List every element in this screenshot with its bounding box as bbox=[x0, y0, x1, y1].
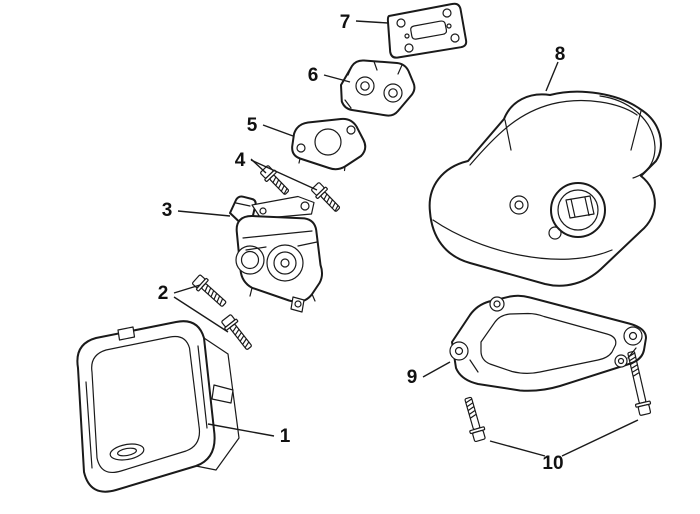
callout-10: 10 bbox=[542, 453, 563, 474]
leader-3 bbox=[177, 210, 231, 217]
callout-4: 4 bbox=[235, 150, 246, 171]
part-air-filter-cover bbox=[76, 320, 240, 493]
leader-7 bbox=[355, 20, 389, 24]
part-bracket-bolt-1 bbox=[464, 396, 486, 443]
callout-labels: 1 2 3 4 5 6 7 8 9 10 bbox=[158, 12, 566, 474]
leader-9 bbox=[422, 361, 451, 378]
callout-5: 5 bbox=[247, 115, 258, 136]
part-carb-screw-1 bbox=[260, 165, 290, 195]
part-carburetor-gasket bbox=[291, 117, 367, 172]
leader-4b bbox=[250, 159, 318, 191]
tank-vent bbox=[509, 195, 529, 215]
callout-2: 2 bbox=[158, 283, 169, 304]
part-intake-gasket-plate bbox=[386, 2, 468, 59]
leader-8 bbox=[545, 61, 559, 92]
callout-8: 8 bbox=[555, 44, 566, 65]
leader-1 bbox=[207, 423, 275, 437]
callout-9: 9 bbox=[407, 367, 418, 388]
part-cover-bolt-2 bbox=[221, 314, 252, 350]
leader-10a bbox=[489, 440, 546, 457]
part-bracket-bolt-2 bbox=[627, 350, 652, 416]
part-tank-bracket bbox=[449, 294, 647, 392]
part-cover-bolt-1 bbox=[192, 274, 227, 307]
fuel-cap bbox=[548, 182, 606, 240]
leader-6 bbox=[323, 74, 351, 83]
part-fuel-tank bbox=[428, 90, 662, 287]
part-carb-screw-2 bbox=[311, 182, 341, 212]
part-insulator-spacer bbox=[340, 59, 416, 117]
callout-7: 7 bbox=[340, 12, 351, 33]
leader-lines bbox=[173, 20, 639, 457]
callout-3: 3 bbox=[162, 200, 173, 221]
callout-1: 1 bbox=[280, 426, 291, 447]
leader-2b bbox=[173, 296, 229, 333]
leader-2a bbox=[173, 284, 201, 294]
part-carburetor bbox=[229, 195, 323, 313]
leader-10b bbox=[561, 419, 639, 457]
leader-5 bbox=[262, 124, 294, 137]
callout-6: 6 bbox=[308, 65, 319, 86]
